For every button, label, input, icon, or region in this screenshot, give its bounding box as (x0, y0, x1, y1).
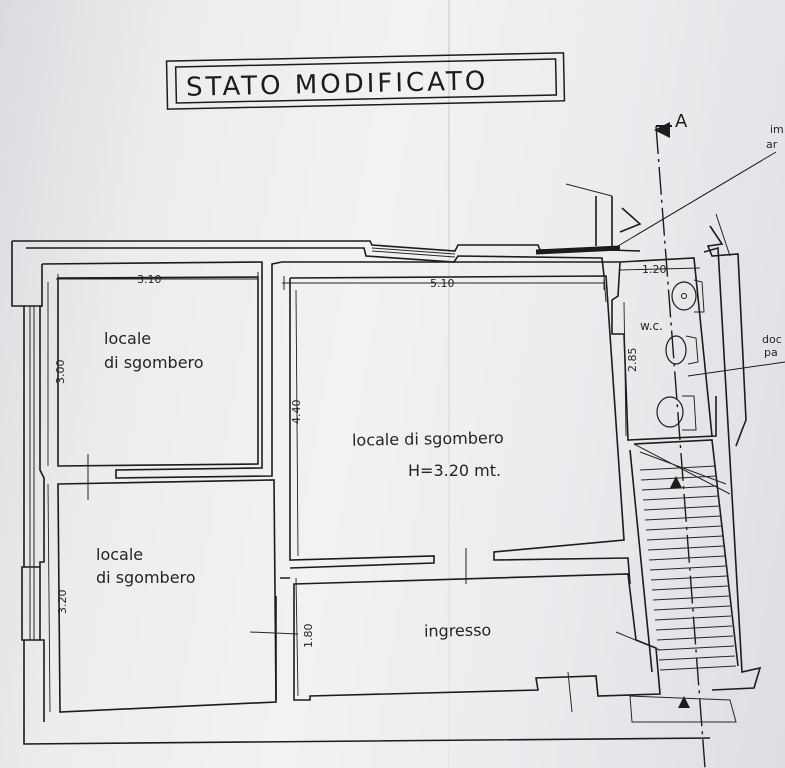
room-label-top-left-line2: di sgombero (104, 353, 204, 372)
dim-central-height: 4.40 (290, 400, 303, 425)
dimension-labels: 3.10 5.10 1.20 3.00 3.20 4.40 1.80 2.85 (54, 263, 667, 648)
dim-entrance-height: 1.80 (302, 624, 315, 649)
plan-title: STATO MODIFICATO (186, 66, 489, 102)
side-note-top-line2: ar (766, 138, 778, 151)
dim-wc-height: 2.85 (626, 348, 639, 373)
paper-fold (448, 0, 450, 768)
room-label-top-left-line1: locale (104, 329, 151, 348)
interior-walls (41, 183, 762, 713)
room-label-bottom-left-line1: locale (96, 545, 143, 564)
room-labels: locale di sgombero locale di sgombero lo… (96, 319, 663, 641)
section-line: A (654, 111, 706, 768)
title-box: STATO MODIFICATO (165, 52, 566, 110)
outer-walls (11, 240, 711, 745)
room-label-central-line1: locale di sgombero (352, 428, 504, 450)
side-note-right-line2: pa (764, 346, 778, 359)
dim-central-width: 5.10 (430, 277, 455, 290)
dim-bottom-left-height: 3.20 (56, 590, 69, 615)
side-note-right-line1: doc (762, 333, 782, 346)
room-label-entrance: ingresso (424, 620, 492, 640)
side-note-top-line1: im (770, 123, 784, 136)
dim-top-left-width: 3.10 (137, 273, 162, 286)
section-marker-label: A (675, 111, 688, 132)
wc-fixtures (656, 279, 705, 431)
door-openings (87, 275, 661, 713)
leader-lines (617, 151, 785, 377)
staircase (629, 443, 737, 723)
dim-wc-width: 1.20 (642, 263, 667, 276)
dimension-lines (47, 267, 701, 713)
room-label-central-height: H=3.20 mt. (408, 461, 501, 480)
room-label-wc: w.c. (640, 319, 663, 333)
side-notes: im ar doc pa (762, 123, 784, 359)
dim-top-left-height: 3.00 (54, 360, 67, 385)
room-label-bottom-left-line2: di sgombero (96, 568, 196, 587)
